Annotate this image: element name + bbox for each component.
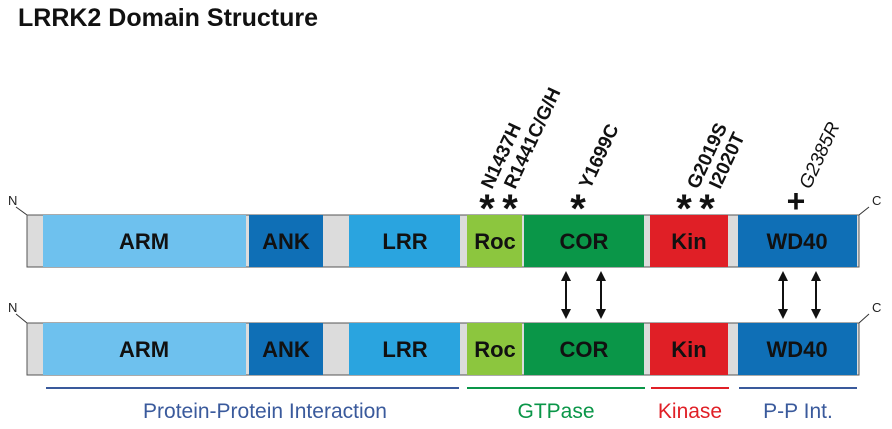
mutation-label-y1699c: Y1699C (575, 121, 623, 192)
domain-box-ank (249, 323, 323, 375)
n-terminus-label: N (8, 193, 17, 208)
domain-label-wd40: WD40 (766, 229, 827, 254)
domain-box-kin (650, 215, 728, 267)
domain-box-cor (524, 323, 644, 375)
domain-label-kin: Kin (671, 229, 706, 254)
c-terminus-label: C (872, 193, 881, 208)
page-title: LRRK2 Domain Structure (18, 4, 318, 32)
domain-label-arm: ARM (119, 229, 169, 254)
domain-box-arm (43, 215, 246, 267)
group-label-pp-int: P-P Int. (763, 400, 833, 423)
protein-row-1: N ARM ANK LRR Roc COR Kin WD40 C (8, 193, 881, 268)
domain-box-cor (524, 215, 644, 267)
domain-label-kin: Kin (671, 337, 706, 362)
domain-label-ank: ANK (262, 337, 310, 362)
domain-label-ank: ANK (262, 229, 310, 254)
c-terminus-label: C (872, 300, 881, 315)
n-terminus-tick (15, 313, 28, 324)
domain-box-ank (249, 215, 323, 267)
mutation-plus-g2385r: + (787, 183, 806, 219)
domain-box-lrr (349, 323, 460, 375)
protein-row-2: N ARM ANK LRR Roc COR Kin WD40 C (8, 300, 881, 376)
domain-label-roc: Roc (474, 229, 516, 254)
domain-box-kin (650, 323, 728, 375)
domain-box-roc (467, 323, 522, 375)
domain-label-roc: Roc (474, 337, 516, 362)
group-label-protein-protein: Protein-Protein Interaction (143, 400, 387, 423)
group-label-kinase: Kinase (658, 400, 722, 423)
domain-label-wd40: WD40 (766, 337, 827, 362)
domain-box-lrr (349, 215, 460, 267)
domain-label-lrr: LRR (382, 337, 427, 362)
domain-box-roc (467, 215, 522, 267)
mutation-label-g2385r: G2385R (795, 119, 844, 192)
c-terminus-tick (858, 313, 870, 324)
domain-label-cor: COR (560, 337, 609, 362)
n-terminus-label: N (8, 300, 17, 315)
domain-label-lrr: LRR (382, 229, 427, 254)
group-label-gtpase: GTPase (517, 400, 594, 423)
domain-box-wd40 (738, 215, 857, 267)
domain-label-cor: COR (560, 229, 609, 254)
domain-box-arm (43, 323, 246, 375)
domain-box-wd40 (738, 323, 857, 375)
n-terminus-tick (15, 206, 28, 216)
domain-label-arm: ARM (119, 337, 169, 362)
c-terminus-tick (858, 206, 870, 216)
